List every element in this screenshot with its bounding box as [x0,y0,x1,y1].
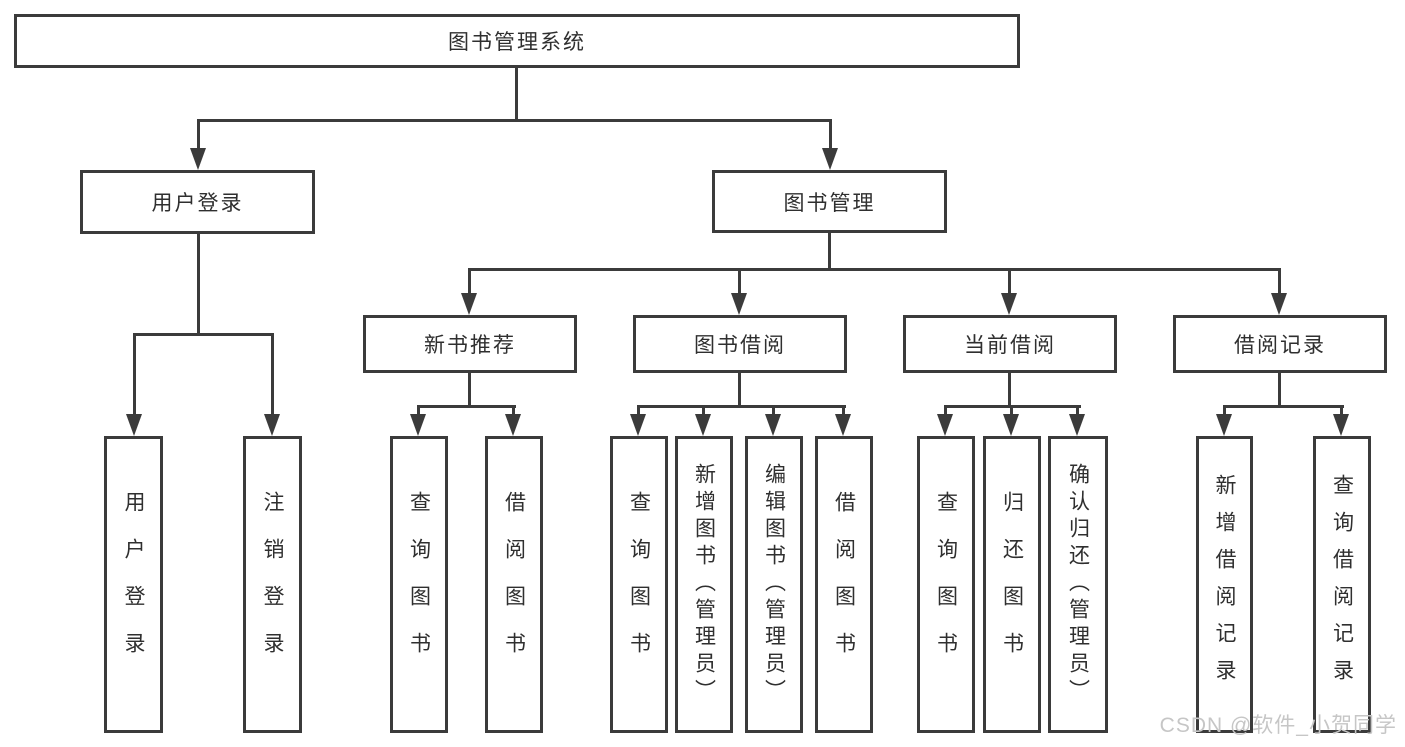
connector-line [944,405,947,415]
arrowhead [835,414,851,436]
node-label: 借阅图书 [502,490,526,679]
arrowhead [461,293,477,315]
connector-line [1010,405,1013,415]
arrowhead [1003,414,1019,436]
connector-line [197,234,200,335]
node-logout: 注销登录 [243,436,302,733]
connector-line [1076,405,1079,415]
node-book-borrowing: 图书借阅 [633,315,847,373]
connector-line [1278,268,1281,295]
arrowhead [264,414,280,436]
connector-line [829,119,832,150]
node-label: 当前借阅 [964,334,1056,357]
node-query-books-borrowing: 查询图书 [610,436,668,733]
connector-line [417,405,420,415]
node-label: 归还图书 [1000,490,1024,679]
connector-line [1223,405,1226,415]
arrowhead [937,414,953,436]
connector-line [842,405,845,415]
arrowhead [731,293,747,315]
node-label: 新增图书（管理员） [692,463,716,706]
connector-line [1223,405,1344,408]
connector-line [1278,373,1281,407]
node-label: 查询借阅记录 [1330,473,1354,696]
arrowhead [765,414,781,436]
node-label: 图书借阅 [694,334,786,357]
arrowhead [505,414,521,436]
node-root: 图书管理系统 [14,14,1020,68]
node-label: 确认归还（管理员） [1066,463,1090,706]
node-edit-book-admin: 编辑图书（管理员） [745,436,803,733]
arrowhead [695,414,711,436]
node-label: 用户登录 [151,192,244,215]
connector-line [637,405,640,415]
node-user-login: 用户登录 [80,170,315,234]
connector-line [417,405,516,408]
node-query-books-current: 查询图书 [917,436,975,733]
node-query-borrow-record: 查询借阅记录 [1313,436,1371,733]
arrowhead [126,414,142,436]
arrowhead [822,148,838,170]
node-borrowing-records: 借阅记录 [1173,315,1387,373]
node-label: 借阅图书 [832,490,856,679]
connector-line [468,268,471,295]
arrowhead [1216,414,1232,436]
connector-line [1340,405,1343,415]
node-user-login-leaf: 用户登录 [104,436,163,733]
node-new-book-recommend: 新书推荐 [363,315,577,373]
connector-line [637,405,846,408]
node-label: 用户登录 [122,490,145,679]
node-label: 借阅记录 [1234,334,1326,357]
node-label: 图书管理 [783,191,876,215]
arrowhead [630,414,646,436]
connector-line [468,373,471,407]
node-current-borrowing: 当前借阅 [903,315,1117,373]
node-label: 新增借阅记录 [1213,473,1236,696]
arrowhead [410,414,426,436]
arrowhead [1069,414,1085,436]
node-book-management: 图书管理 [712,170,947,233]
connector-line [1008,373,1011,407]
connector-line [828,233,831,270]
node-return-book: 归还图书 [983,436,1041,733]
arrowhead [190,148,206,170]
connector-line [1008,268,1011,295]
node-label: 新书推荐 [424,334,516,357]
connector-line [515,68,518,121]
connector-line [738,268,741,295]
connector-line [197,119,832,122]
connector-line [468,268,1281,271]
node-label: 查询图书 [407,490,431,679]
connector-line [738,373,741,407]
node-borrow-books-recommend: 借阅图书 [485,436,543,733]
node-confirm-return-admin: 确认归还（管理员） [1048,436,1108,733]
arrowhead [1333,414,1349,436]
csdn-watermark: CSDN @软件_小贺同学 [1159,714,1397,737]
connector-line [772,405,775,415]
connector-line [271,333,274,414]
connector-line [702,405,705,415]
arrowhead [1001,293,1017,315]
connector-line [197,119,200,150]
arrowhead [1271,293,1287,315]
connector-line [133,333,136,414]
node-add-borrow-record: 新增借阅记录 [1196,436,1253,733]
node-query-books-recommend: 查询图书 [390,436,448,733]
node-borrow-books: 借阅图书 [815,436,873,733]
node-label: 查询图书 [627,490,651,679]
node-add-book-admin: 新增图书（管理员） [675,436,733,733]
node-label: 查询图书 [934,490,958,679]
node-root-label: 图书管理系统 [448,31,586,54]
connector-line [512,405,515,415]
connector-line [133,333,274,336]
node-label: 注销登录 [261,490,284,679]
node-label: 编辑图书（管理员） [762,463,786,706]
